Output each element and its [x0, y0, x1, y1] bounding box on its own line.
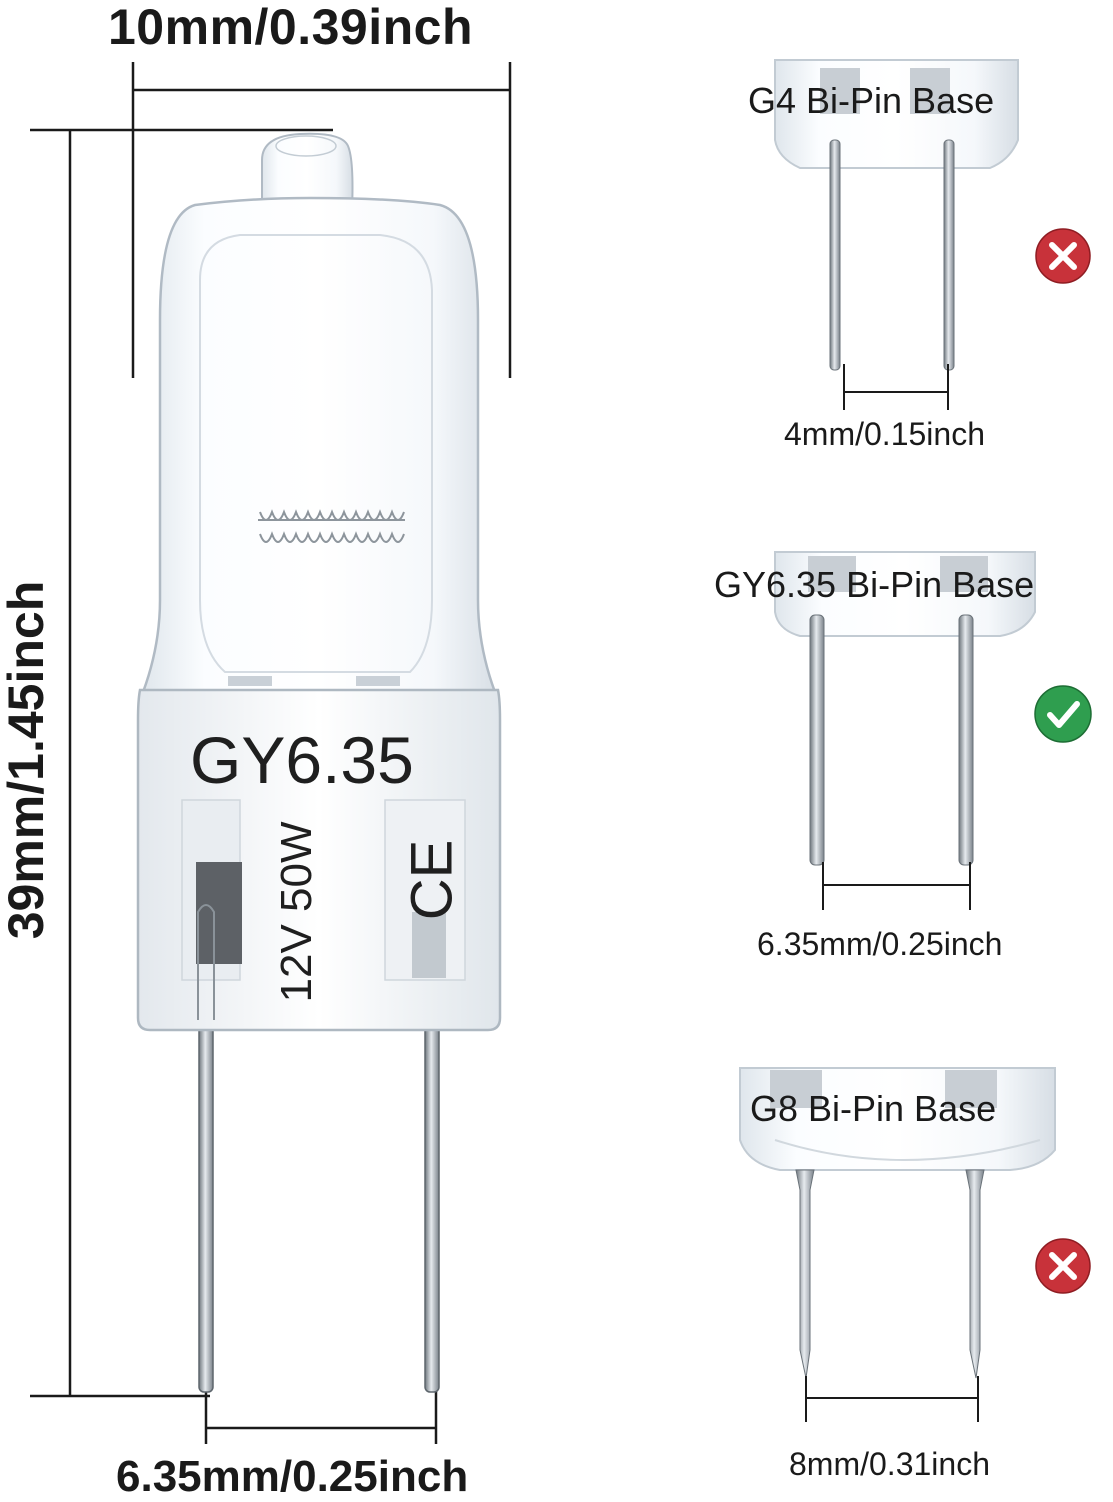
bulb-pin-spacing-label: 6.35mm/0.25inch — [116, 1452, 469, 1501]
gy635-base-title: GY6.35 Bi-Pin Base — [714, 564, 1035, 605]
pin-spacing-dimension — [204, 1385, 438, 1444]
main-bulb-pin-left — [198, 1019, 214, 1393]
g8-status-x-circle-icon — [1035, 1238, 1091, 1294]
g4-status-x-circle-icon — [1035, 228, 1091, 284]
g4-spacing-label: 4mm/0.15inch — [784, 416, 985, 452]
gy635-pin-left — [809, 614, 825, 866]
g8-base-title: G8 Bi-Pin Base — [750, 1088, 997, 1129]
g8-base-illustration — [739, 1067, 1056, 1379]
gy635-spacing-dimension — [822, 862, 971, 910]
bulb-rating-label: 12V 50W — [272, 821, 321, 1003]
g8-pin-left — [795, 1169, 815, 1379]
gy635-pin-right — [958, 614, 974, 866]
main-bulb-pin-right — [424, 1019, 440, 1393]
gy635-base-illustration — [774, 551, 1036, 866]
filament-coil — [258, 509, 405, 543]
height-dimension — [30, 128, 333, 1398]
width-dimension — [131, 62, 512, 378]
main-bulb-capsule — [138, 196, 500, 702]
main-bulb — [136, 132, 502, 1393]
gy635-spacing-label: 6.35mm/0.25inch — [757, 926, 1003, 962]
g4-base-illustration — [774, 59, 1019, 371]
ce-mark-logo: CE — [399, 839, 465, 921]
g4-base-title: G4 Bi-Pin Base — [748, 80, 995, 121]
gy635-status-check-circle-icon — [1034, 685, 1092, 743]
bulb-height-label: 39mm/1.45inch — [0, 580, 54, 940]
g8-pin-right — [965, 1169, 985, 1379]
bulb-base-label: GY6.35 — [190, 723, 414, 797]
g4-pin-left — [829, 139, 841, 371]
bulb-width-label: 10mm/0.39inch — [108, 0, 474, 55]
g8-spacing-dimension — [805, 1376, 979, 1422]
g4-pin-right — [943, 139, 955, 371]
g8-spacing-label: 8mm/0.31inch — [789, 1446, 990, 1482]
g4-spacing-dimension — [843, 364, 949, 410]
